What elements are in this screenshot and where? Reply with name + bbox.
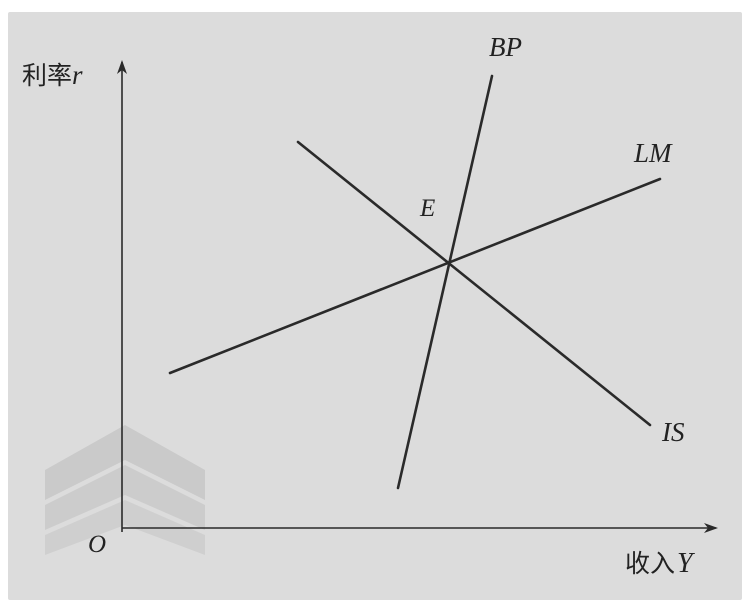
equilibrium-label: E [419, 195, 435, 222]
lm-curve [168, 177, 662, 375]
is-curve-label: IS [661, 417, 685, 447]
origin-label: O [88, 531, 106, 558]
diagram-background [8, 12, 742, 600]
x-axis-label: 收入Y [625, 548, 696, 579]
bp-curve [396, 74, 494, 490]
is-curve [296, 140, 652, 427]
y-axis-label: 利率r [22, 60, 83, 90]
bp-curve-label: BP [489, 32, 522, 62]
lm-curve-label: LM [633, 138, 673, 168]
